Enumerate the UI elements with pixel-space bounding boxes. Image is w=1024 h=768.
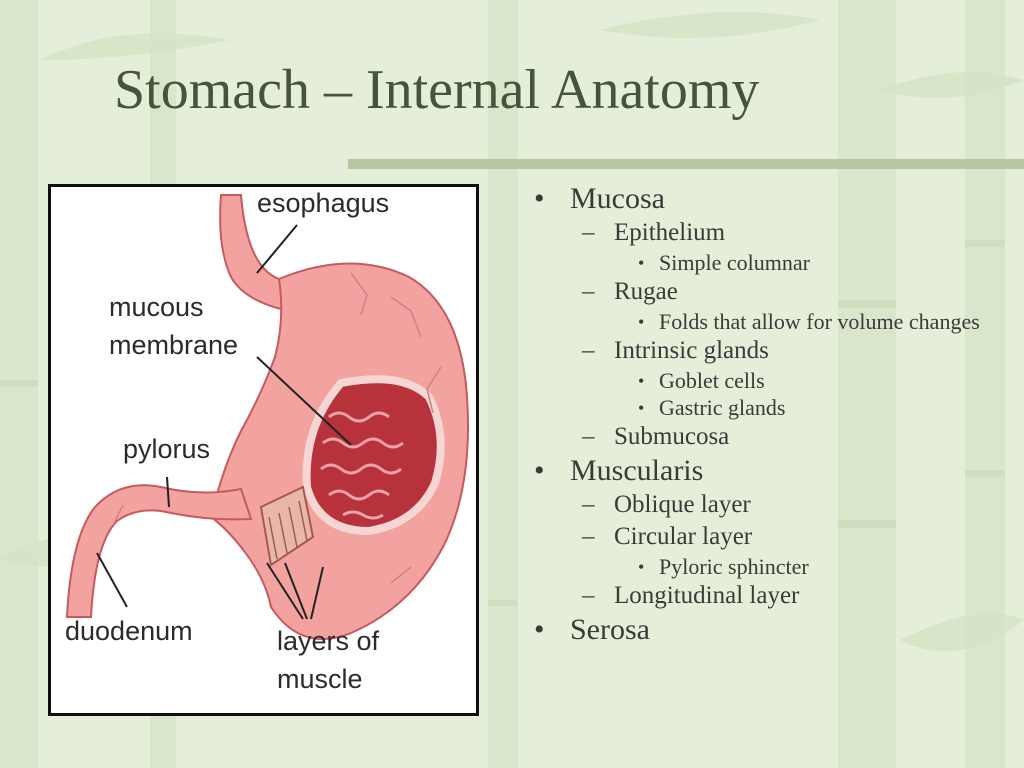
- bullet-mucosa: •Mucosa: [534, 182, 665, 215]
- stomach-illustration: [65, 194, 469, 640]
- bullet-folds: •Folds that allow for volume changes: [638, 309, 980, 334]
- bullet-oblique-layer: –Oblique layer: [582, 491, 751, 518]
- bullet-circular-layer: –Circular layer: [582, 523, 753, 550]
- bullet-epithelium: –Epithelium: [582, 219, 726, 246]
- bullet-rugae: –Rugae: [582, 278, 678, 305]
- bullet-gastric-glands: •Gastric glands: [638, 395, 786, 420]
- label-layers-of: layers of: [277, 626, 380, 656]
- stomach-diagram: esophagus mucous membrane pylorus duoden…: [48, 184, 479, 716]
- label-esophagus: esophagus: [257, 188, 390, 218]
- label-duodenum: duodenum: [65, 616, 193, 646]
- bullet-pyloric-sphincter: •Pyloric sphincter: [638, 554, 809, 579]
- label-membrane: membrane: [109, 330, 239, 360]
- bullet-goblet-cells: •Goblet cells: [638, 368, 765, 393]
- duodenum-shape: [65, 484, 253, 618]
- bullet-serosa: •Serosa: [534, 613, 650, 646]
- bullet-outline: •Mucosa –Epithelium •Simple columnar –Ru…: [532, 180, 1002, 647]
- bullet-intrinsic-glands: –Intrinsic glands: [582, 337, 769, 364]
- label-mucous: mucous: [109, 292, 204, 322]
- label-pylorus: pylorus: [123, 434, 211, 464]
- bullet-longitudinal-layer: –Longitudinal layer: [582, 582, 800, 609]
- bullet-submucosa: –Submucosa: [582, 423, 730, 450]
- label-muscle: muscle: [277, 664, 363, 694]
- mucous-membrane-shape: [302, 375, 445, 536]
- bullet-simple-columnar: •Simple columnar: [638, 250, 810, 275]
- title-divider: [348, 159, 1024, 169]
- bullet-muscularis: •Muscularis: [534, 454, 704, 487]
- page-title: Stomach – Internal Anatomy: [114, 59, 760, 121]
